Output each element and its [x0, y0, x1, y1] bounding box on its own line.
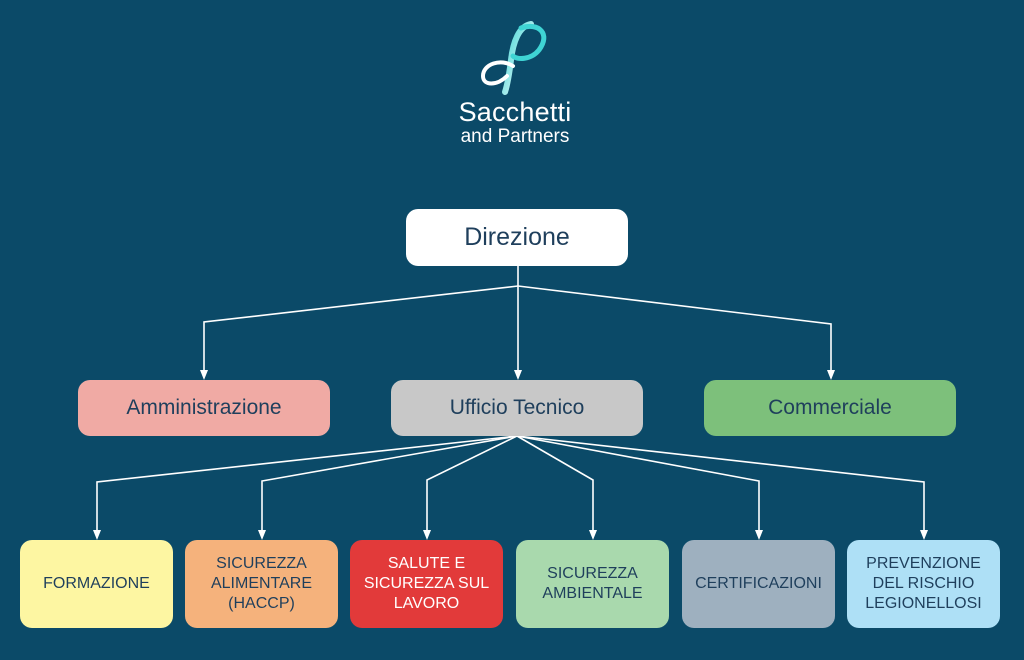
node-label: SICUREZZA AMBIENTALE	[542, 565, 643, 602]
node-direzione: Direzione	[406, 209, 628, 266]
node-label: Amministrazione	[126, 396, 282, 419]
connector-to-commerciale	[517, 285, 835, 380]
node-formazione: FORMAZIONE	[20, 540, 173, 628]
node-certificazioni: CERTIFICAZIONI	[682, 540, 835, 628]
company-logo: Sacchetti and Partners	[430, 20, 600, 155]
node-label: FORMAZIONE	[43, 575, 150, 592]
connector-to-salute-sicurezza-lavoro	[423, 435, 518, 540]
node-label: PREVENZIONE DEL RISCHIO LEGIONELLOSI	[865, 555, 982, 612]
logo-name: Sacchetti	[458, 97, 572, 127]
connector-to-sicurezza-alimentare	[258, 435, 518, 540]
connector-to-sicurezza-ambientale	[516, 435, 597, 540]
node-label: Ufficio Tecnico	[449, 396, 585, 419]
connector-to-certificazioni	[516, 435, 763, 540]
node-sicurezza-alimentare: SICUREZZA ALIMENTARE (HACCP)	[185, 540, 338, 628]
logo-subname: and Partners	[460, 126, 570, 147]
node-label: SALUTE E SICUREZZA SUL LAVORO	[363, 555, 490, 612]
node-label: Commerciale	[768, 396, 892, 419]
connector-to-amministrazione	[200, 285, 519, 380]
node-sicurezza-ambientale: SICUREZZA AMBIENTALE	[516, 540, 669, 628]
node-label: SICUREZZA ALIMENTARE (HACCP)	[210, 555, 313, 612]
connector-to-prevenzione-legionellosi	[516, 435, 928, 540]
sp-monogram-icon	[480, 21, 547, 95]
node-salute-sicurezza-lavoro: SALUTE E SICUREZZA SUL LAVORO	[350, 540, 503, 628]
node-label: CERTIFICAZIONI	[695, 575, 822, 592]
node-commerciale: Commerciale	[704, 380, 956, 436]
node-amministrazione: Amministrazione	[78, 380, 330, 436]
node-ufficio-tecnico: Ufficio Tecnico	[391, 380, 643, 436]
node-label: Direzione	[464, 223, 570, 251]
node-prevenzione-legionellosi: PREVENZIONE DEL RISCHIO LEGIONELLOSI	[847, 540, 1000, 628]
connector-to-formazione	[93, 435, 518, 540]
